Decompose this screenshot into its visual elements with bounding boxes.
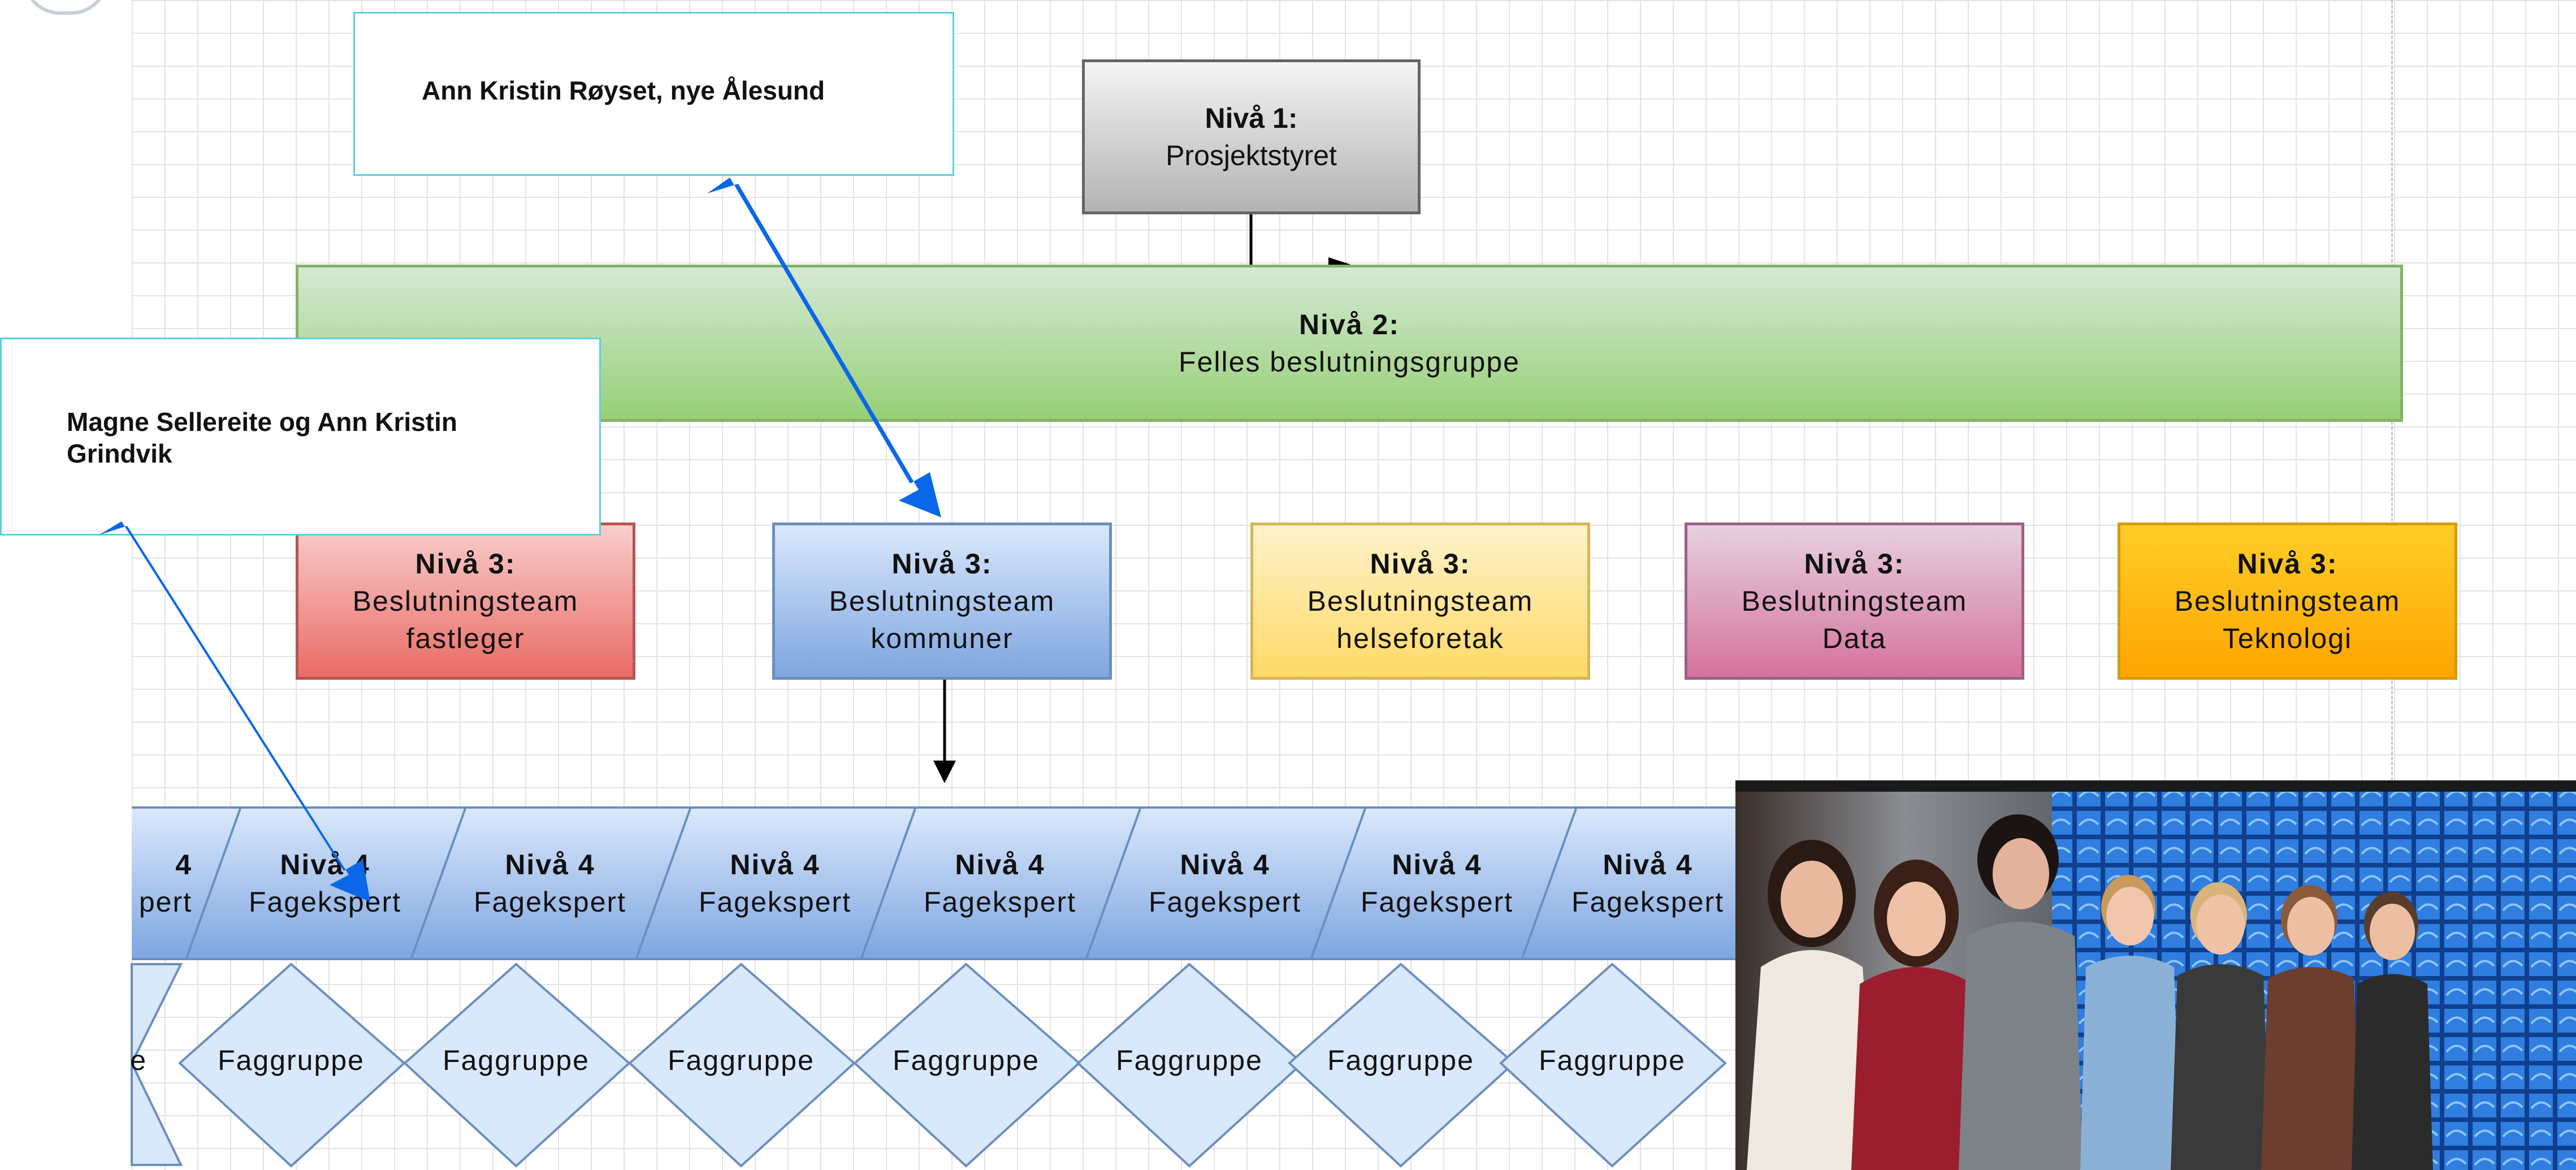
- level4-band: [132, 806, 1737, 960]
- pointer-arrow-top: [707, 178, 941, 517]
- faggruppe-label[interactable]: Faggruppe: [1327, 1044, 1474, 1076]
- level4-role: Fagekspert: [248, 886, 402, 918]
- faggruppe-label[interactable]: Faggruppe: [443, 1044, 590, 1076]
- level3-box-data[interactable]: Nivå 3: Beslutningsteam Data: [1685, 523, 2024, 680]
- level3-heading: Nivå 3:: [2237, 548, 2338, 580]
- faggruppe-diamond: [853, 962, 1081, 1168]
- level4-heading: Nivå 4: [955, 849, 1045, 880]
- level3-heading: Nivå 3:: [891, 548, 993, 580]
- faggruppe-diamond-partial: [130, 963, 183, 1166]
- callout-note-left[interactable]: Magne Sellereite og Ann Kristin Grindvik: [0, 338, 601, 536]
- level4-item[interactable]: Nivå 4 Fagekspert: [1118, 806, 1332, 960]
- level3-line1: Beslutningsteam: [352, 585, 579, 617]
- level3-line1: Beslutningsteam: [829, 585, 1055, 617]
- level1-heading: Nivå 1:: [1205, 102, 1298, 134]
- level4-heading: Nivå 4: [1603, 849, 1693, 880]
- faggruppe-diamond: [1288, 962, 1516, 1168]
- level3-line1: Beslutningsteam: [2174, 585, 2401, 617]
- pointer-arrow-left: [99, 521, 370, 902]
- level3-line1: Beslutningsteam: [1307, 585, 1534, 617]
- level2-box[interactable]: Nivå 2: Felles beslutningsgruppe: [296, 265, 2403, 422]
- level4-role: Fagekspert: [923, 886, 1077, 918]
- level4-item[interactable]: Nivå 4 Fagekspert: [893, 806, 1107, 960]
- level4-role: pert: [138, 886, 192, 918]
- level3-line2: Teknologi: [2222, 623, 2353, 654]
- faggruppe-label[interactable]: Faggruppe: [668, 1044, 815, 1076]
- level2-name: Felles beslutningsgruppe: [1179, 346, 1520, 378]
- callout-text-line2: Grindvik: [67, 439, 172, 468]
- faggruppe-diamond: [1076, 962, 1305, 1168]
- level4-heading: Nivå 4: [1180, 849, 1270, 880]
- level3-heading: Nivå 3:: [1370, 548, 1471, 580]
- faggruppe-diamond: [1499, 962, 1728, 1168]
- level3-heading: Nivå 3:: [415, 548, 516, 580]
- faggruppe-diamond: [178, 962, 406, 1168]
- faggruppe-label[interactable]: Faggruppe: [893, 1044, 1040, 1076]
- faggruppe-label[interactable]: Faggruppe: [218, 1044, 365, 1076]
- level3-line2: helseforetak: [1336, 623, 1504, 654]
- level1-name: Prosjektstyret: [1166, 140, 1337, 171]
- faggruppe-label[interactable]: Faggruppe: [1116, 1044, 1263, 1076]
- level2-heading: Nivå 2:: [1299, 309, 1400, 340]
- level4-role: Fagekspert: [1571, 886, 1725, 918]
- faggruppe-label-partial: e: [130, 1044, 147, 1076]
- level3-box-kommuner[interactable]: Nivå 3: Beslutningsteam kommuner: [772, 523, 1112, 680]
- faggruppe-diamond: [403, 962, 631, 1168]
- level4-heading: Nivå 4: [505, 849, 595, 880]
- level3-box-teknologi[interactable]: Nivå 3: Beslutningsteam Teknologi: [2118, 523, 2457, 680]
- level4-heading: Nivå 4: [1392, 849, 1482, 880]
- level4-role: Fagekspert: [1360, 886, 1514, 918]
- faggruppe-label[interactable]: Faggruppe: [1539, 1044, 1686, 1076]
- level4-heading: 4: [175, 849, 192, 880]
- callout-text: Ann Kristin Røyset, nye Ålesund: [422, 76, 825, 105]
- level4-role: Fagekspert: [473, 886, 627, 918]
- group-photo-image: [1735, 780, 2576, 1170]
- connector-arrowhead: [1328, 257, 1351, 265]
- faggruppe-diamond: [628, 962, 856, 1168]
- callout-note-top[interactable]: Ann Kristin Røyset, nye Ålesund: [353, 12, 954, 176]
- left-margin: [0, 0, 227, 1170]
- level4-heading: Nivå 4: [730, 849, 820, 880]
- level3-line1: Beslutningsteam: [1741, 585, 1968, 617]
- callout-text-line1: Magne Sellereite og Ann Kristin: [67, 407, 457, 437]
- level4-item-partial[interactable]: 4 pert: [79, 806, 192, 960]
- group-photo: [1735, 780, 2576, 1170]
- level3-box-fastleger[interactable]: Nivå 3: Beslutningsteam fastleger: [296, 523, 635, 680]
- level4-item[interactable]: Nivå 4 Fagekspert: [1330, 806, 1544, 960]
- level3-line2: fastleger: [406, 623, 525, 654]
- connector-arrowhead: [933, 761, 956, 783]
- level4-item[interactable]: Nivå 4 Fagekspert: [668, 806, 882, 960]
- level4-role: Fagekspert: [698, 886, 852, 918]
- level4-role: Fagekspert: [1148, 886, 1302, 918]
- level3-line2: Data: [1822, 623, 1887, 654]
- level4-item[interactable]: Nivå 4 Fagekspert: [1540, 806, 1755, 960]
- level1-box[interactable]: Nivå 1: Prosjektstyret: [1082, 59, 1421, 214]
- level3-heading: Nivå 3:: [1804, 548, 1905, 580]
- level3-line2: kommuner: [871, 623, 1014, 654]
- level4-item[interactable]: Nivå 4 Fagekspert: [443, 806, 657, 960]
- level3-box-helseforetak[interactable]: Nivå 3: Beslutningsteam helseforetak: [1250, 523, 1590, 680]
